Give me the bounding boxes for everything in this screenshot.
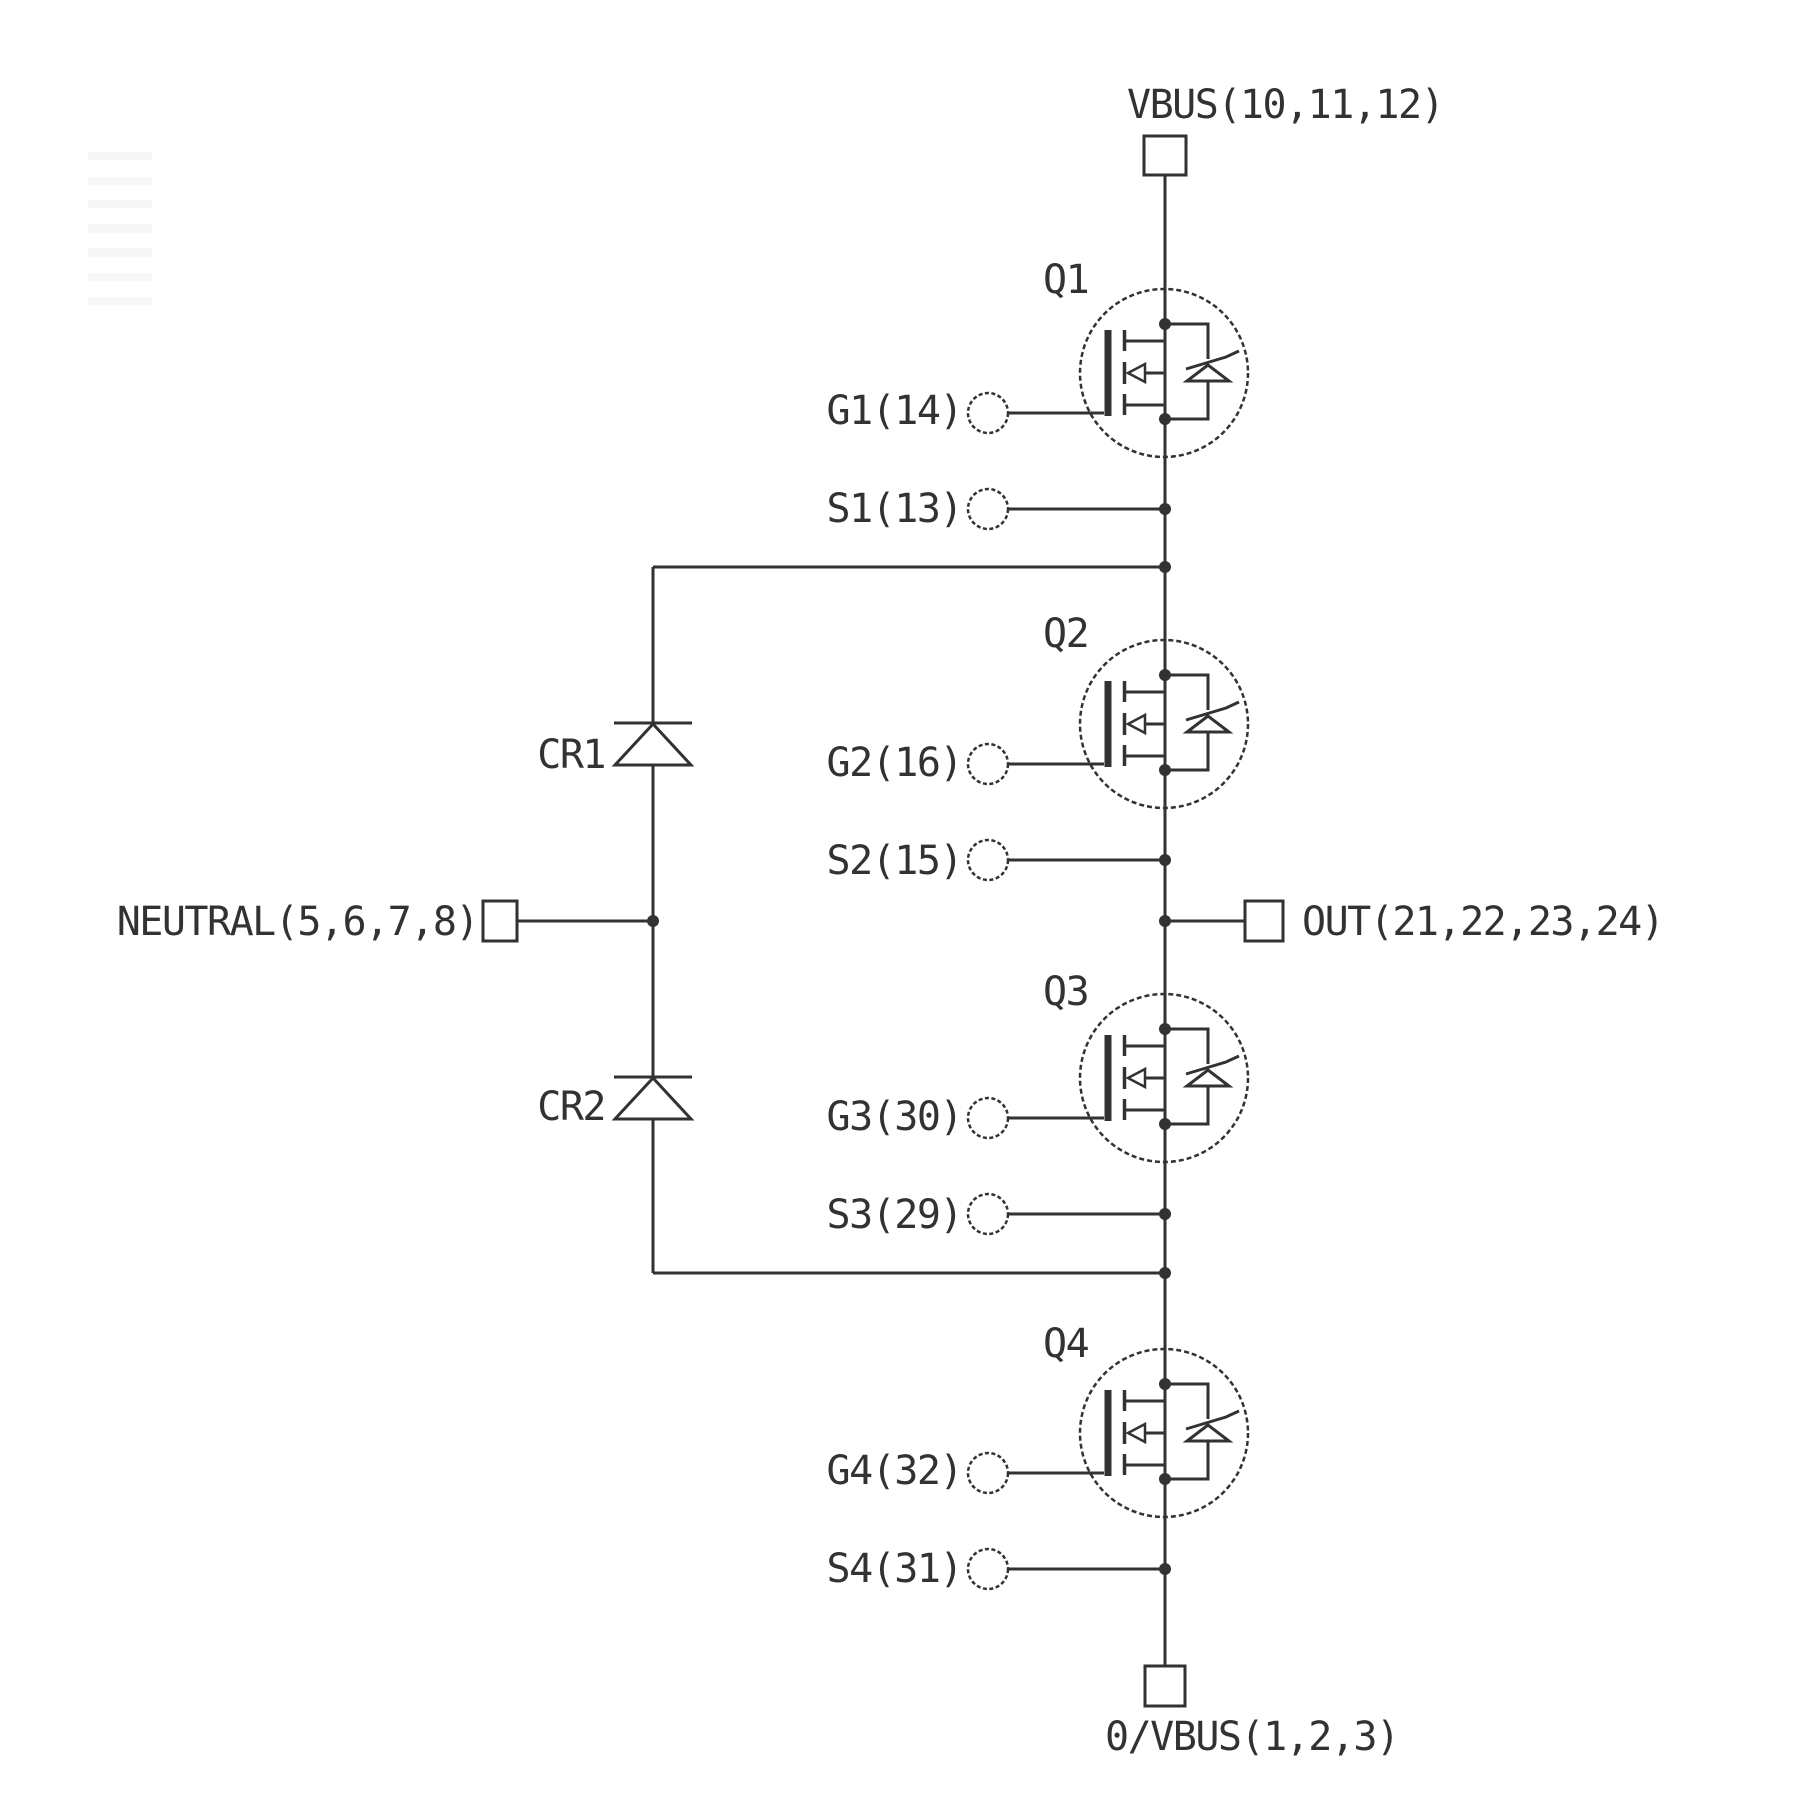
q4-source-pin-label: S4(31): [827, 1546, 963, 1592]
junction-dots: [647, 561, 1171, 1279]
upper-clamp-junction-dot: [1159, 561, 1171, 573]
terminals: [481, 134, 1285, 1708]
vbus-terminal-square: [1142, 134, 1188, 177]
clamp-diode-cr1: CR1: [537, 721, 694, 778]
q4-designator: Q4: [1043, 1321, 1089, 1367]
q1-designator: Q1: [1043, 257, 1088, 303]
clamp-diode-cr2: CR2: [537, 1075, 694, 1130]
q1-source-pin-label: S1(13): [827, 486, 963, 532]
neutral-terminal-label: NEUTRAL(5,6,7,8): [117, 899, 478, 945]
neutral-junction-dot: [647, 915, 659, 927]
transistor-q2: Q2 G2(16) S2(15): [827, 611, 1249, 884]
cr1-label: CR1: [537, 732, 605, 778]
q2-gate-pin-label: G2(16): [827, 740, 963, 786]
lower-clamp-junction-dot: [1159, 1267, 1171, 1279]
out-terminal-label: OUT(21,22,23,24): [1302, 899, 1663, 945]
vbus-terminal-label: VBUS(10,11,12): [1127, 82, 1443, 128]
scan-artifact-bars: [88, 152, 152, 305]
q1-gate-pin-label: G1(14): [827, 388, 963, 434]
zero-vbus-terminal-square: [1143, 1664, 1187, 1708]
q3-gate-pin-label: G3(30): [827, 1094, 963, 1140]
q2-designator: Q2: [1043, 611, 1088, 657]
q2-source-pin-label: S2(15): [827, 838, 963, 884]
neutral-terminal-square: [481, 899, 519, 943]
cr2-label: CR2: [537, 1084, 605, 1130]
out-terminal-square: [1243, 899, 1285, 943]
transistor-q1: Q1 G1(14) S1(13): [827, 257, 1249, 532]
zero-vbus-terminal-label: 0/VBUS(1,2,3): [1105, 1714, 1399, 1760]
q4-gate-pin-label: G4(32): [827, 1448, 963, 1494]
out-junction-dot: [1159, 915, 1171, 927]
q3-source-pin-label: S3(29): [827, 1192, 963, 1238]
q3-designator: Q3: [1043, 969, 1088, 1015]
transistor-q4: Q4 G4(32) S4(31): [827, 1321, 1249, 1592]
transistor-q3: Q3 G3(30) S3(29): [827, 969, 1249, 1238]
